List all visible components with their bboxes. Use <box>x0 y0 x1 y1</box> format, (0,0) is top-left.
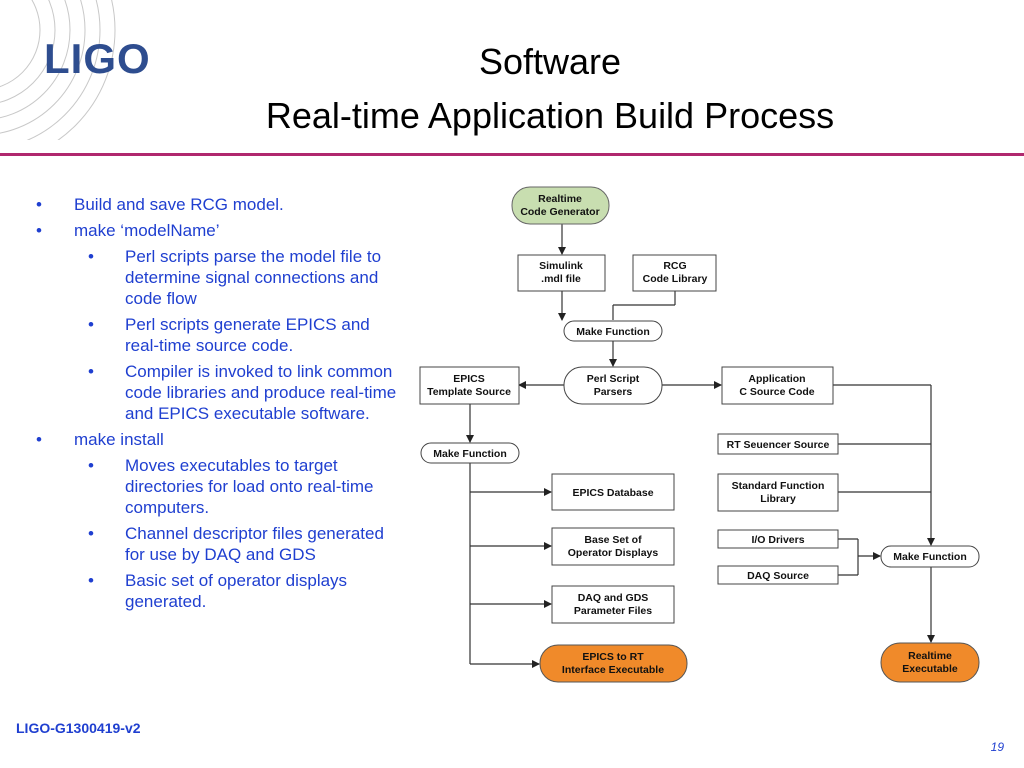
svg-text:DAQ and GDS: DAQ and GDS <box>578 592 649 604</box>
node-io-drivers: I/O Drivers <box>717 529 839 549</box>
svg-text:Make Function: Make Function <box>433 448 507 460</box>
sub-bullet-item: Perl scripts parse the model file to det… <box>32 246 402 309</box>
node-daq-gds-parameter-files: DAQ and GDS Parameter Files <box>551 585 675 624</box>
svg-text:Perl Script: Perl Script <box>587 373 640 385</box>
sub-bullet-item: Moves executables to target directories … <box>32 455 402 518</box>
svg-text:Realtime: Realtime <box>908 650 952 662</box>
svg-text:Template Source: Template Source <box>427 386 511 398</box>
node-realtime-code-generator: Realtime Code Generator <box>511 186 610 225</box>
svg-text:I/O Drivers: I/O Drivers <box>751 534 804 546</box>
svg-text:EPICS: EPICS <box>453 373 485 385</box>
svg-text:RT Seuencer Source: RT Seuencer Source <box>727 439 830 451</box>
sub-bullet-item: Perl scripts generate EPICS and real-tim… <box>32 314 402 356</box>
sub-bullet-item: Channel descriptor files generated for u… <box>32 523 402 565</box>
sub-bullet-item: Basic set of operator displays generated… <box>32 570 402 612</box>
sub-bullet-item: Compiler is invoked to link common code … <box>32 361 402 424</box>
svg-text:EPICS Database: EPICS Database <box>572 487 653 499</box>
svg-text:Library: Library <box>760 493 796 505</box>
svg-text:.mdl file: .mdl file <box>541 273 581 285</box>
ligo-logo: LIGO <box>44 35 151 82</box>
node-make-function-left: Make Function <box>420 442 520 464</box>
svg-text:Realtime: Realtime <box>538 193 582 205</box>
svg-text:Standard Function: Standard Function <box>732 480 825 492</box>
node-make-function-right: Make Function <box>880 545 980 568</box>
svg-text:Parsers: Parsers <box>594 386 633 398</box>
svg-text:Make Function: Make Function <box>893 551 967 563</box>
document-id: LIGO-G1300419-v2 <box>16 720 141 736</box>
svg-text:Executable: Executable <box>902 663 958 675</box>
svg-text:EPICS to RT: EPICS to RT <box>582 651 644 663</box>
node-standard-function-library: Standard Function Library <box>717 473 839 512</box>
node-perl-script-parsers: Perl Script Parsers <box>563 366 663 405</box>
bullet-list: Build and save RCG model. make ‘modelNam… <box>32 194 402 617</box>
node-rcg-code-library: RCG Code Library <box>632 254 717 292</box>
header-divider <box>0 153 1024 156</box>
node-operator-displays: Base Set of Operator Displays <box>551 527 675 566</box>
node-realtime-executable: Realtime Executable <box>880 642 980 683</box>
node-simulink-mdl-file: Simulink .mdl file <box>517 254 606 292</box>
node-epics-database: EPICS Database <box>551 473 675 511</box>
svg-text:Code Library: Code Library <box>643 273 708 285</box>
svg-text:RCG: RCG <box>663 260 686 272</box>
slide-title-line2: Real-time Application Build Process <box>265 95 835 136</box>
node-daq-source: DAQ Source <box>717 565 839 585</box>
logo-arcs-decoration <box>0 0 116 140</box>
svg-text:Parameter Files: Parameter Files <box>574 605 652 617</box>
svg-text:C Source Code: C Source Code <box>739 386 814 398</box>
node-epics-template-source: EPICS Template Source <box>419 366 520 405</box>
bullet-item: make install <box>32 429 402 450</box>
node-application-c-source: Application C Source Code <box>721 366 834 405</box>
svg-text:Code Generator: Code Generator <box>520 206 599 218</box>
svg-text:Make Function: Make Function <box>576 326 650 338</box>
node-rt-sequencer-source: RT Seuencer Source <box>717 433 839 455</box>
svg-text:Application: Application <box>748 373 805 385</box>
svg-text:Base Set of: Base Set of <box>584 534 642 546</box>
page-number: 19 <box>990 740 1004 754</box>
bullet-item: Build and save RCG model. <box>32 194 402 215</box>
svg-text:DAQ Source: DAQ Source <box>747 570 809 582</box>
svg-text:Interface Executable: Interface Executable <box>562 664 664 676</box>
bullet-item: make ‘modelName’ <box>32 220 402 241</box>
slide-title-line1: Software <box>478 41 622 82</box>
svg-text:Operator Displays: Operator Displays <box>568 547 659 559</box>
node-make-function-top: Make Function <box>563 320 663 342</box>
node-epics-to-rt-executable: EPICS to RT Interface Executable <box>539 644 688 683</box>
svg-text:Simulink: Simulink <box>539 260 583 272</box>
